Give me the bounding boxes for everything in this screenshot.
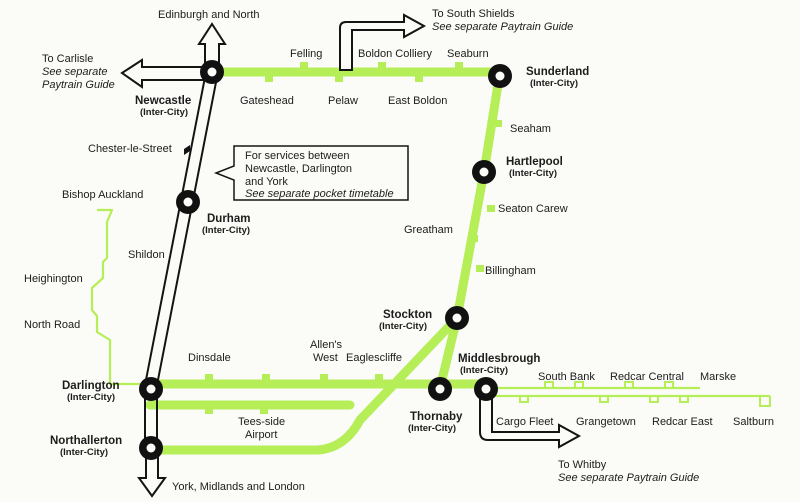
carlisle-label-2: See separate <box>42 66 107 78</box>
stockton-label: Stockton <box>383 309 432 321</box>
billingham-label: Billingham <box>485 265 536 277</box>
seaburn-label: Seaburn <box>447 48 489 60</box>
stockton-marker <box>445 306 469 330</box>
note-line-2: Newcastle, Darlington <box>245 163 352 175</box>
saltburn-branch <box>486 386 770 398</box>
newcastle-marker <box>200 60 224 84</box>
carlisle-label-1: To Carlisle <box>42 53 93 65</box>
hartlepool-ic-label: (Inter-City) <box>509 168 557 179</box>
note-line-4: See separate pocket timetable <box>245 188 394 200</box>
redcar-east-label: Redcar East <box>652 416 713 428</box>
darlington-marker <box>139 377 163 401</box>
northallerton-ic-label: (Inter-City) <box>60 447 108 458</box>
northallerton-label: Northallerton <box>50 435 122 447</box>
thornaby-label: Thornaby <box>410 411 463 423</box>
teesside-airport-label-2: Airport <box>245 429 277 441</box>
saltburn-label: Saltburn <box>733 416 774 428</box>
whitby-label-1: To Whitby <box>558 459 607 471</box>
east-boldon-label: East Boldon <box>388 95 447 107</box>
darlington-label: Darlington <box>62 380 120 392</box>
south-shields-label-2: See separate Paytrain Guide <box>432 21 573 33</box>
dinsdale-label: Dinsdale <box>188 352 231 364</box>
seaham-label: Seaham <box>510 123 551 135</box>
edinburgh-label: Edinburgh and North <box>158 9 260 21</box>
heighington-label: Heighington <box>24 273 83 285</box>
hartlepool-label: Hartlepool <box>506 156 563 168</box>
northallerton-stockton-line <box>148 313 462 455</box>
shildon-label: Shildon <box>128 249 165 261</box>
note-line-1: For services between <box>245 150 350 162</box>
sunderland-ic-label: (Inter-City) <box>530 78 578 89</box>
allens-west-label-1: Allen's <box>310 339 343 351</box>
pelaw-label: Pelaw <box>328 95 358 107</box>
south-shields-arrow <box>339 13 427 71</box>
gateshead-label: Gateshead <box>240 95 294 107</box>
grangetown-label: Grangetown <box>576 416 636 428</box>
newcastle-ic-label: (Inter-City) <box>140 107 188 118</box>
durham-ic-label: (Inter-City) <box>202 225 250 236</box>
greatham-label: Greatham <box>404 224 453 236</box>
boldon-colliery-label: Boldon Colliery <box>358 48 432 60</box>
note-box <box>213 145 409 201</box>
note-line-3: and York <box>245 176 288 188</box>
stockton-thornaby-line <box>435 313 462 393</box>
middlesbrough-ic-label: (Inter-City) <box>460 365 508 376</box>
whitby-arrow <box>479 397 582 449</box>
eaglescliffe-label: Eaglescliffe <box>346 352 402 364</box>
seaton-carew-label: Seaton Carew <box>498 203 568 215</box>
thornaby-marker <box>428 377 452 401</box>
stockton-ic-label: (Inter-City) <box>379 321 427 332</box>
middlesbrough-label: Middlesbrough <box>458 353 540 365</box>
bishop-auckland-branch <box>90 208 148 386</box>
saltburn-branch-halts <box>519 381 771 407</box>
bishop-auckland-label: Bishop Auckland <box>62 189 143 201</box>
newcastle-label: Newcastle <box>135 95 191 107</box>
edinburgh-arrow <box>197 22 227 67</box>
main-line-rail-right <box>156 71 219 450</box>
inter-city-markers <box>139 60 512 460</box>
coast-line <box>452 67 505 323</box>
marske-label: Marske <box>700 371 736 383</box>
york-label: York, Midlands and London <box>172 481 305 493</box>
thornaby-ic-label: (Inter-City) <box>408 423 456 434</box>
middlesbrough-marker <box>474 377 498 401</box>
chester-le-street-label: Chester-le-Street <box>88 143 172 155</box>
sunderland-marker <box>488 64 512 88</box>
hartlepool-marker <box>472 160 496 184</box>
carlisle-arrow <box>120 58 205 89</box>
sunderland-label: Sunderland <box>526 66 589 78</box>
felling-label: Felling <box>290 48 322 60</box>
south-bank-label: South Bank <box>538 371 595 383</box>
carlisle-label-3: Paytrain Guide <box>42 79 115 91</box>
york-arrow <box>137 454 167 498</box>
redcar-central-label: Redcar Central <box>610 371 684 383</box>
chester-le-street-halt <box>184 145 190 155</box>
line-halt-ticks <box>205 62 502 414</box>
durham-label: Durham <box>207 213 250 225</box>
whitby-label-2: See separate Paytrain Guide <box>558 472 699 484</box>
cargo-fleet-label: Cargo Fleet <box>496 416 553 428</box>
allens-west-label-2: West <box>313 352 338 364</box>
darlington-ic-label: (Inter-City) <box>67 392 115 403</box>
north-road-label: North Road <box>24 319 80 331</box>
durham-marker <box>176 190 200 214</box>
northallerton-marker <box>139 436 163 460</box>
south-shields-label-1: To South Shields <box>432 8 515 20</box>
teesside-airport-label-1: Tees-side <box>238 416 285 428</box>
